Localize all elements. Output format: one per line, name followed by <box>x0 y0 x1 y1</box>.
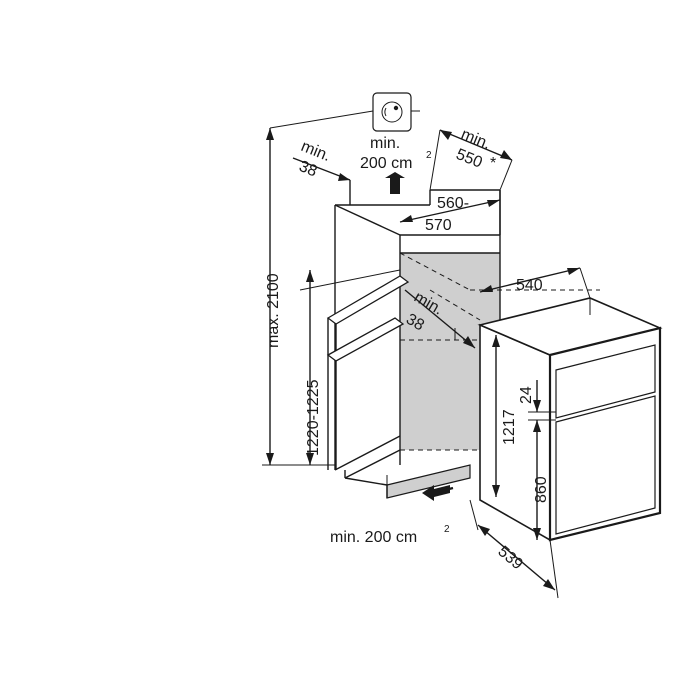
ventilation-icon <box>372 92 412 132</box>
appliance-depth-label: 539 <box>494 543 525 573</box>
width-b: 570 <box>425 217 452 234</box>
niche-height-label: 1220-1225 <box>305 379 322 456</box>
leader-line <box>269 110 374 129</box>
dim-gap-inner <box>404 289 476 349</box>
vent-bottom-sup: 2 <box>444 524 450 535</box>
appliance-width-label: 540 <box>516 277 543 294</box>
vent-top-area: 200 cm <box>360 155 412 172</box>
dim-appliance-height <box>492 335 500 497</box>
airflow-arrow-icon <box>385 172 405 194</box>
dim-lower-860 <box>533 420 541 540</box>
dim-gap-left <box>292 157 351 181</box>
width-a: 560- <box>437 195 469 212</box>
cabinet-doors <box>326 275 410 470</box>
vent-bottom-area: min. 200 cm <box>330 529 417 546</box>
vent-top-sup: 2 <box>426 150 432 161</box>
arrow-tail <box>444 486 454 492</box>
niche-outline <box>334 180 501 499</box>
lower-860-label: 860 <box>533 476 550 503</box>
vent-top-min: min. <box>370 135 400 152</box>
dim-appliance-depth <box>469 499 559 599</box>
gap-left-val: 38 <box>297 158 320 180</box>
airflow-arrow-icon <box>422 485 450 501</box>
dim-niche-height <box>299 269 401 465</box>
max-height-label: max. 2100 <box>265 273 282 348</box>
dim-niche-width <box>399 199 501 223</box>
inner-val: 38 <box>403 311 427 335</box>
gap-24-label: 24 <box>518 386 535 404</box>
appliance-box <box>477 297 663 542</box>
dim-max-height <box>262 128 335 466</box>
appliance-height-label: 1217 <box>501 409 518 445</box>
depth-star: * <box>490 155 496 172</box>
dim-appliance-width <box>479 267 591 299</box>
dim-depth <box>429 129 513 191</box>
